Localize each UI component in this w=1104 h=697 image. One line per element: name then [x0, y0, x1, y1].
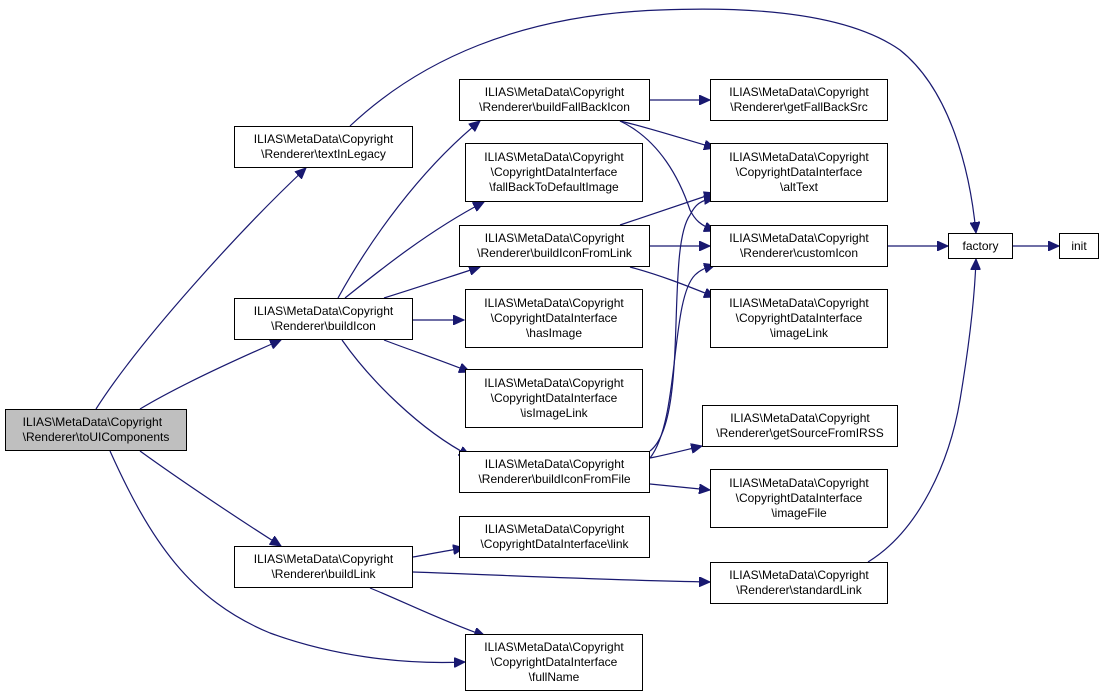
node-label: ILIAS\MetaData\Copyright \CopyrightDataI…: [484, 376, 624, 420]
node-label: ILIAS\MetaData\Copyright \Renderer\toUIC…: [22, 415, 170, 444]
edge-textInLegacy-to-factory: [349, 8, 976, 233]
node-label: ILIAS\MetaData\Copyright \Renderer\build…: [253, 304, 394, 333]
node-image-file[interactable]: ILIAS\MetaData\Copyright \CopyrightDataI…: [710, 469, 888, 528]
node-get-source-from-irss[interactable]: ILIAS\MetaData\Copyright \Renderer\getSo…: [702, 405, 898, 447]
node-init[interactable]: init: [1059, 233, 1099, 259]
node-build-fall-back-icon[interactable]: ILIAS\MetaData\Copyright \Renderer\build…: [459, 79, 650, 121]
edge-buildLink-to-link: [412, 548, 464, 558]
edge-toUIComponents-to-textInLegacy: [95, 168, 306, 410]
node-build-icon[interactable]: ILIAS\MetaData\Copyright \Renderer\build…: [234, 298, 413, 340]
edge-standardLink-to-factory: [867, 259, 976, 563]
node-is-image-link[interactable]: ILIAS\MetaData\Copyright \CopyrightDataI…: [465, 369, 643, 428]
node-label: ILIAS\MetaData\Copyright \Renderer\build…: [477, 231, 632, 260]
node-label: ILIAS\MetaData\Copyright \Renderer\build…: [253, 552, 394, 581]
node-to-ui-components: ILIAS\MetaData\Copyright \Renderer\toUIC…: [5, 409, 187, 451]
edge-buildIcon-to-fallBackToDefaultImage: [344, 202, 484, 299]
node-fall-back-to-default-image[interactable]: ILIAS\MetaData\Copyright \CopyrightDataI…: [465, 143, 643, 202]
node-has-image[interactable]: ILIAS\MetaData\Copyright \CopyrightDataI…: [465, 289, 643, 348]
node-label: ILIAS\MetaData\Copyright \CopyrightDataI…: [484, 640, 624, 684]
node-standard-link[interactable]: ILIAS\MetaData\Copyright \Renderer\stand…: [710, 562, 888, 604]
node-label: ILIAS\MetaData\Copyright \Renderer\stand…: [729, 568, 869, 597]
edge-buildIconFromFile-to-customIcon: [649, 265, 715, 459]
node-label: ILIAS\MetaData\Copyright \CopyrightDataI…: [729, 296, 869, 340]
edge-buildIcon-to-isImageLink: [383, 339, 470, 372]
edge-buildIconFromFile-to-imageFile: [649, 483, 710, 490]
node-get-fall-back-src[interactable]: ILIAS\MetaData\Copyright \Renderer\getFa…: [710, 79, 888, 121]
node-custom-icon[interactable]: ILIAS\MetaData\Copyright \Renderer\custo…: [710, 225, 888, 267]
node-link[interactable]: ILIAS\MetaData\Copyright \CopyrightDataI…: [459, 516, 650, 558]
edge-buildIcon-to-buildFallBackIcon: [337, 121, 480, 299]
node-build-icon-from-file[interactable]: ILIAS\MetaData\Copyright \Renderer\build…: [459, 451, 650, 493]
edge-buildFallBackIcon-to-altText: [619, 120, 715, 148]
node-label: ILIAS\MetaData\Copyright \CopyrightDataI…: [729, 476, 869, 520]
edge-toUIComponents-to-buildIcon: [139, 340, 281, 410]
edge-buildIconFromLink-to-imageLink: [629, 266, 715, 297]
edge-buildIcon-to-buildIconFromLink: [383, 267, 480, 299]
node-label: ILIAS\MetaData\Copyright \Renderer\textI…: [253, 132, 394, 161]
edge-buildIconFromFile-to-altText: [649, 198, 715, 452]
edge-buildLink-to-standardLink: [412, 571, 710, 582]
node-factory[interactable]: factory: [948, 233, 1013, 259]
node-label: ILIAS\MetaData\Copyright \CopyrightDataI…: [729, 150, 869, 194]
edge-toUIComponents-to-fullName: [109, 450, 465, 663]
edge-buildIcon-to-buildIconFromFile: [341, 339, 470, 456]
node-label: init: [1071, 238, 1087, 253]
edge-buildIconFromFile-to-getSourceFromIRSS: [649, 446, 702, 459]
node-build-link[interactable]: ILIAS\MetaData\Copyright \Renderer\build…: [234, 546, 413, 588]
node-alt-text[interactable]: ILIAS\MetaData\Copyright \CopyrightDataI…: [710, 143, 888, 202]
node-image-link[interactable]: ILIAS\MetaData\Copyright \CopyrightDataI…: [710, 289, 888, 348]
node-label: ILIAS\MetaData\Copyright \Renderer\custo…: [729, 231, 869, 260]
node-build-icon-from-link[interactable]: ILIAS\MetaData\Copyright \Renderer\build…: [459, 225, 650, 267]
node-label: factory: [962, 238, 999, 253]
node-label: ILIAS\MetaData\Copyright \Renderer\build…: [479, 85, 630, 114]
node-label: ILIAS\MetaData\Copyright \CopyrightDataI…: [480, 522, 629, 551]
edge-buildLink-to-fullName: [369, 587, 485, 636]
node-label: ILIAS\MetaData\Copyright \Renderer\getFa…: [729, 85, 869, 114]
node-text-in-legacy[interactable]: ILIAS\MetaData\Copyright \Renderer\textI…: [234, 126, 413, 168]
node-label: ILIAS\MetaData\Copyright \Renderer\getSo…: [716, 411, 884, 440]
node-full-name[interactable]: ILIAS\MetaData\Copyright \CopyrightDataI…: [465, 634, 643, 691]
edge-toUIComponents-to-buildLink: [139, 450, 281, 546]
node-label: ILIAS\MetaData\Copyright \CopyrightDataI…: [484, 150, 624, 194]
node-label: ILIAS\MetaData\Copyright \Renderer\build…: [478, 457, 631, 486]
edge-buildFallBackIcon-to-customIcon: [619, 120, 715, 231]
node-label: ILIAS\MetaData\Copyright \CopyrightDataI…: [484, 296, 624, 340]
